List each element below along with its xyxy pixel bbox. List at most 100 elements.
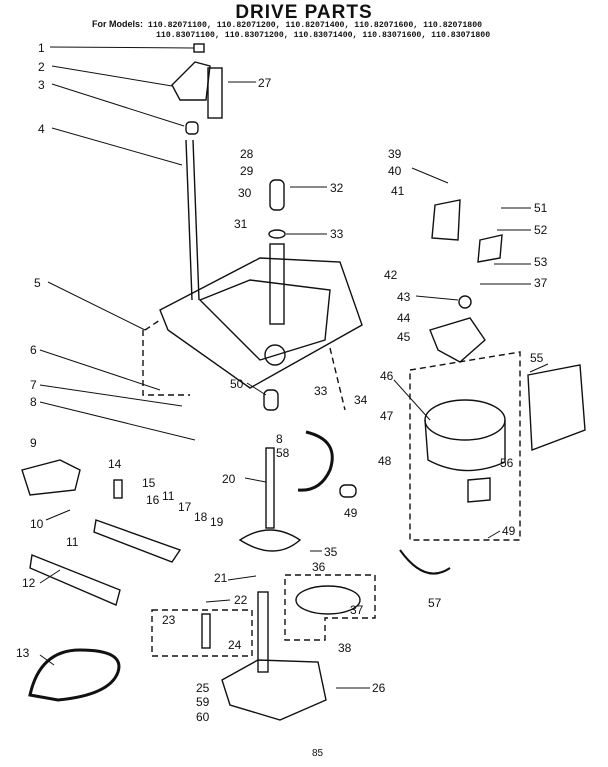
part-46-motor-body: [424, 419, 506, 472]
callout-53: 53: [534, 255, 548, 269]
callout-41: 41: [391, 184, 405, 198]
part-drawings: [21, 43, 586, 721]
callout-50: 50: [230, 377, 244, 391]
part-38-dashed-box: [284, 574, 376, 641]
part-47-coupler: [339, 484, 357, 498]
part-14-screw: [113, 479, 123, 499]
models-line-2: 110.83071100, 110.83071200, 110.83071400…: [156, 31, 491, 40]
leader-5: [47, 281, 146, 331]
callout-25: 25: [196, 681, 210, 695]
callout-17-upper: 17: [178, 500, 192, 514]
callout-15: 15: [142, 476, 156, 490]
callout-9: 9: [30, 436, 37, 450]
leader-46: [393, 379, 431, 421]
callout-37-right: 37: [534, 276, 548, 290]
callout-57: 57: [428, 596, 442, 610]
leader-21: [227, 575, 257, 581]
callout-42: 42: [384, 268, 398, 282]
callout-6: 6: [30, 343, 37, 357]
callout-30: 30: [238, 186, 252, 200]
callout-34: 34: [354, 393, 368, 407]
callout-49-left: 49: [344, 506, 358, 520]
callout-38: 38: [338, 641, 352, 655]
part-23-24-dashed-box: [151, 609, 253, 657]
models-line-1: 110.82071100, 110.82071200, 110.82071400…: [147, 21, 483, 30]
plate-dashed-guide: [142, 319, 346, 411]
callout-33-lower: 33: [314, 384, 328, 398]
part-58-hose: [297, 430, 334, 492]
part-20-shaft: [265, 447, 275, 529]
callout-32: 32: [330, 181, 344, 195]
callout-labels: 1 2 3 27 4 28 29 32 30 31 33 39 40 41 51…: [16, 41, 548, 724]
leader-22: [205, 599, 231, 603]
part-50-bushing: [263, 389, 279, 411]
callout-58: 58: [276, 446, 290, 460]
leader-12: [39, 569, 61, 584]
leader-6: [39, 349, 161, 391]
part-26-gearcase: [221, 659, 327, 721]
callout-45: 45: [397, 330, 411, 344]
callout-7: 7: [30, 378, 37, 392]
part-4-shift-rod: [185, 139, 200, 301]
callout-8-right: 8: [276, 432, 283, 446]
leader-2: [51, 65, 173, 87]
part-22-drive-shaft: [257, 591, 269, 673]
part-1-nut: [193, 43, 205, 53]
callout-49-right: 49: [502, 524, 516, 538]
callout-33-top: 33: [330, 227, 344, 241]
part-44-motor-bracket: [429, 317, 486, 363]
callout-16: 16: [146, 493, 160, 507]
part-27-strip: [207, 67, 223, 119]
part-57-clip: [399, 549, 451, 575]
callout-31: 31: [234, 217, 248, 231]
callout-24: 24: [228, 638, 242, 652]
callout-52: 52: [534, 223, 548, 237]
callout-11-upper: 11: [162, 489, 175, 503]
callout-5: 5: [34, 276, 41, 290]
callout-4: 4: [38, 122, 45, 136]
part-23-pin: [201, 613, 211, 649]
leader-4: [51, 127, 183, 166]
callout-48: 48: [378, 454, 392, 468]
part-13-belt: [28, 648, 121, 702]
leader-10: [45, 509, 71, 521]
part-37-pulley: [295, 585, 361, 615]
callout-35: 35: [324, 545, 338, 559]
part-19-pulley: [238, 529, 302, 552]
callout-55: 55: [530, 351, 544, 365]
callout-14: 14: [108, 457, 122, 471]
part-3-bushing: [185, 121, 199, 135]
part-43-grommet: [458, 295, 472, 309]
part-12-lever: [29, 554, 121, 606]
part-9-clamp: [21, 459, 81, 496]
leader-20: [244, 477, 267, 483]
callout-23: 23: [162, 613, 176, 627]
callout-56: 56: [500, 456, 514, 470]
callout-40: 40: [388, 164, 402, 178]
callout-20: 20: [222, 472, 236, 486]
callout-19: 19: [210, 515, 224, 529]
callout-11-lower: 11: [66, 535, 79, 549]
callout-3: 3: [38, 78, 45, 92]
part-46-motor-top: [424, 399, 506, 441]
callout-8-left: 8: [30, 395, 37, 409]
part-40-bracket: [431, 199, 461, 241]
callout-37-pulley: 37: [350, 603, 364, 617]
callout-47: 47: [380, 409, 394, 423]
callout-29: 29: [240, 164, 254, 178]
leader-3: [51, 83, 185, 127]
callout-59: 59: [196, 695, 210, 709]
callout-2: 2: [38, 60, 45, 74]
base-plate-rib: [198, 279, 331, 361]
leader-55: [529, 363, 549, 373]
callout-28: 28: [240, 147, 254, 161]
callout-12: 12: [22, 576, 36, 590]
callout-46: 46: [380, 369, 394, 383]
part-56-switch: [467, 477, 491, 503]
callout-22: 22: [234, 593, 248, 607]
callout-51-right: 51: [534, 201, 548, 215]
part-32-spacer: [269, 179, 285, 211]
part-55-cover: [527, 364, 586, 451]
